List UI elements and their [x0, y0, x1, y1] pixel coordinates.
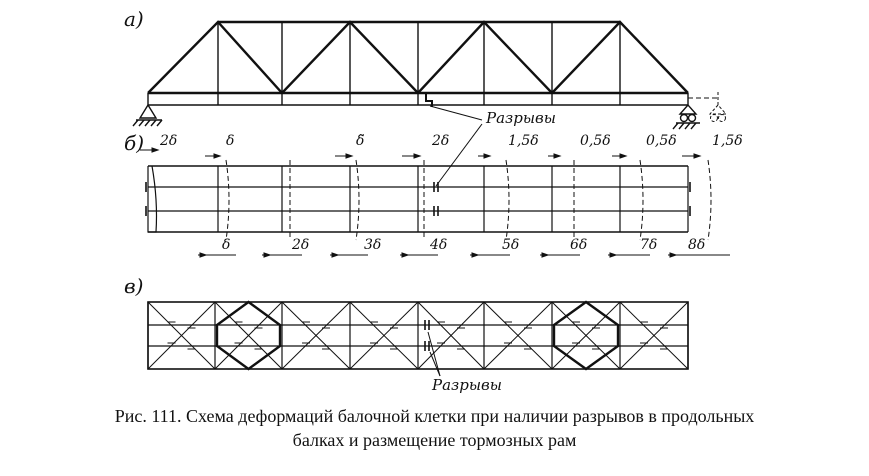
- dim-top-label: 2δ: [431, 133, 449, 149]
- dim-arrowhead: [199, 252, 208, 258]
- right-support-dashed: [708, 104, 728, 122]
- brake-frame: [552, 300, 620, 371]
- dim-arrowhead: [693, 153, 702, 159]
- dimension-arrows: [140, 147, 730, 258]
- break-detail-truss: [418, 92, 433, 107]
- dim-bottom-label: δ: [222, 237, 230, 253]
- dim-arrowhead: [619, 153, 628, 159]
- dim-top-label: 1,5δ: [712, 133, 743, 149]
- dim-bottom-label: 2δ: [291, 237, 309, 253]
- dim-top-label: 1,5δ: [508, 133, 539, 149]
- brake-frame-panel: в) Разрывы: [124, 274, 689, 394]
- breaks-leader-bottom-a: [427, 331, 441, 377]
- dim-arrowhead: [213, 153, 222, 159]
- dimensions-bottom: δ 2δ 3δ 4δ 5δ 6δ 7δ 8δ: [222, 237, 705, 253]
- cross-brace: [551, 301, 621, 370]
- dim-arrowhead: [413, 153, 422, 159]
- deformed-positions-dashed: [225, 159, 712, 241]
- breaks-leader-top-a: [429, 105, 483, 121]
- dim-arrowhead: [483, 153, 492, 159]
- dim-bottom-label: 6δ: [570, 237, 587, 253]
- dim-top-label: 0,5δ: [580, 133, 611, 149]
- dim-arrowhead: [151, 147, 160, 153]
- right-support: [672, 103, 700, 130]
- dim-bottom-label: 7δ: [640, 237, 657, 253]
- dim-arrowhead: [345, 153, 354, 159]
- dim-top-label: 0,5δ: [646, 133, 677, 149]
- cross-brace: [281, 301, 351, 370]
- dim-top-label: δ̃: [356, 133, 364, 149]
- dim-arrowhead: [541, 252, 550, 258]
- breaks-label-bottom: Разрывы: [431, 376, 502, 394]
- dim-bottom-label: 8δ: [688, 237, 705, 253]
- dim-arrowhead: [669, 252, 678, 258]
- breaks-leader-top-b: [435, 123, 483, 187]
- figure-caption: Рис. 111. Схема деформаций балочной клет…: [0, 404, 869, 452]
- dim-top-label: 2δ: [159, 133, 177, 149]
- dim-bottom-label: 4δ: [429, 237, 447, 253]
- dim-arrowhead: [263, 252, 272, 258]
- left-support: [132, 103, 163, 127]
- cross-brace: [619, 301, 689, 370]
- breaks-leader-bottom-b: [429, 351, 441, 377]
- plan-left-end: [147, 165, 158, 233]
- deformation-panel: б): [124, 131, 712, 241]
- cross-brace: [147, 301, 216, 370]
- breaks-label-top: Разрывы: [485, 109, 556, 127]
- cross-brace: [349, 301, 419, 370]
- dim-bottom-label: 3δ: [364, 237, 381, 253]
- dim-arrowhead: [471, 252, 480, 258]
- dim-arrowhead: [609, 252, 618, 258]
- panel-label-c: в): [124, 274, 143, 298]
- cross-braces: [147, 301, 689, 370]
- dim-bottom-label: 5δ: [502, 237, 519, 253]
- truss-verticals: [147, 22, 689, 105]
- dim-arrowhead: [331, 252, 340, 258]
- caption-line-2: балках и размещение тормозных рам: [292, 430, 577, 450]
- panel-label-b: б): [124, 131, 144, 155]
- caption-line-1: Рис. 111. Схема деформаций балочной клет…: [114, 406, 755, 426]
- cross-brace: [214, 301, 283, 370]
- breaks-marks-bottom: [424, 320, 430, 351]
- cross-brace: [483, 301, 553, 370]
- dim-top-label: δ: [226, 133, 234, 149]
- truss-panel: а): [124, 7, 728, 187]
- brake-frames: [215, 300, 620, 371]
- cross-brace: [417, 301, 485, 370]
- dimensions-top: 2δ δ δ̃ 2δ 1,5δ 0,5δ 0,5δ 1,5δ: [159, 133, 743, 149]
- break-marks: [145, 182, 691, 216]
- dim-arrowhead: [401, 252, 410, 258]
- plan-verticals: [217, 166, 689, 232]
- plan-cross-beams: [147, 302, 689, 369]
- brake-frame: [215, 300, 282, 371]
- beam-grid-deformation-diagram: а): [124, 7, 743, 394]
- dim-arrowhead: [553, 153, 562, 159]
- panel-label-a: а): [124, 7, 144, 31]
